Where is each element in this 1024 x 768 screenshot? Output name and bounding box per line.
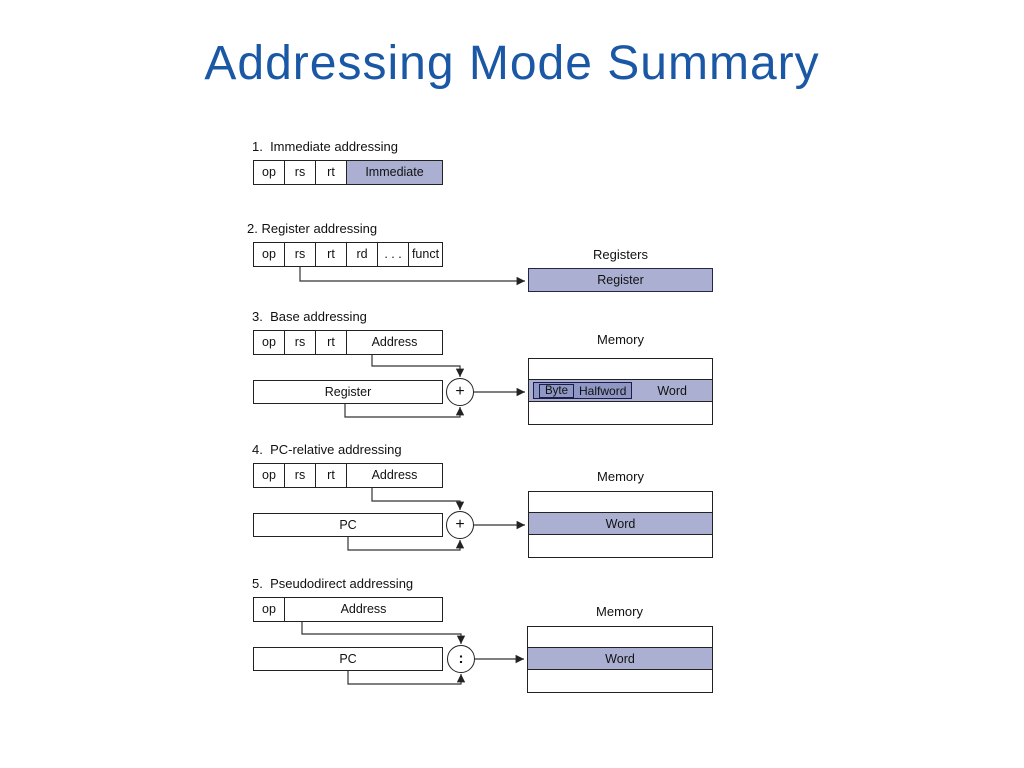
memory-row-top <box>529 359 712 379</box>
field-ellipsis: . . . <box>377 242 409 267</box>
slide-title: Addressing Mode Summary <box>204 37 820 90</box>
field-op: op <box>253 242 285 267</box>
memory-row-word: Word <box>528 647 712 670</box>
memory-row-bottom <box>529 535 712 557</box>
memory-box: Byte Halfword Word <box>528 358 713 425</box>
memory-title: Memory <box>596 604 643 619</box>
instruction-word: op rs rt rd . . . funct <box>253 242 443 267</box>
section-label: 3. Base addressing <box>252 309 367 324</box>
field-rs: rs <box>284 463 316 488</box>
section-label: 4. PC-relative addressing <box>252 442 402 457</box>
memory-title: Memory <box>597 332 644 347</box>
field-rt: rt <box>315 242 347 267</box>
colon-circle: : <box>447 645 475 673</box>
field-rs: rs <box>284 160 316 185</box>
plus-circle: + <box>446 511 474 539</box>
field-address: Address <box>284 597 443 622</box>
memory-row-bottom <box>529 402 712 424</box>
field-op: op <box>253 330 285 355</box>
pc-source-box: PC <box>253 513 443 537</box>
instruction-word: op rs rt Immediate <box>253 160 443 185</box>
field-op: op <box>253 597 285 622</box>
section-label: 5. Pseudodirect addressing <box>252 576 414 591</box>
word-label: Word <box>657 383 687 398</box>
register-box: Register <box>528 268 713 292</box>
field-address: Address <box>346 330 443 355</box>
plus-circle: + <box>446 378 474 406</box>
field-address: Address <box>346 463 443 488</box>
memory-row-bottom <box>528 670 712 692</box>
memory-row-data: Byte Halfword Word <box>529 379 712 402</box>
section-label: 1. Immediate addressing <box>252 139 398 154</box>
field-op: op <box>253 160 285 185</box>
section-label: 2. Register addressing <box>247 221 378 236</box>
memory-box: Word <box>527 626 713 693</box>
field-rt: rt <box>315 463 347 488</box>
field-funct: funct <box>408 242 443 267</box>
byte-halfword-group: Byte Halfword <box>533 382 633 399</box>
pc-source-box: PC <box>253 647 443 671</box>
instruction-word: op rs rt Address <box>253 330 443 355</box>
field-rd: rd <box>346 242 378 267</box>
memory-row-word: Word <box>529 512 712 535</box>
byte-cell: Byte <box>539 383 575 398</box>
field-rt: rt <box>315 160 347 185</box>
field-op: op <box>253 463 285 488</box>
field-rs: rs <box>284 242 316 267</box>
register-source-box: Register <box>253 380 443 404</box>
memory-row-top <box>529 492 712 512</box>
registers-title: Registers <box>593 247 648 262</box>
memory-row-top <box>528 627 712 647</box>
memory-title: Memory <box>597 469 644 484</box>
field-immediate: Immediate <box>346 160 443 185</box>
instruction-word: op Address <box>253 597 443 622</box>
memory-box: Word <box>528 491 713 558</box>
halfword-label: Halfword <box>579 383 627 398</box>
field-rs: rs <box>284 330 316 355</box>
instruction-word: op rs rt Address <box>253 463 443 488</box>
field-rt: rt <box>315 330 347 355</box>
